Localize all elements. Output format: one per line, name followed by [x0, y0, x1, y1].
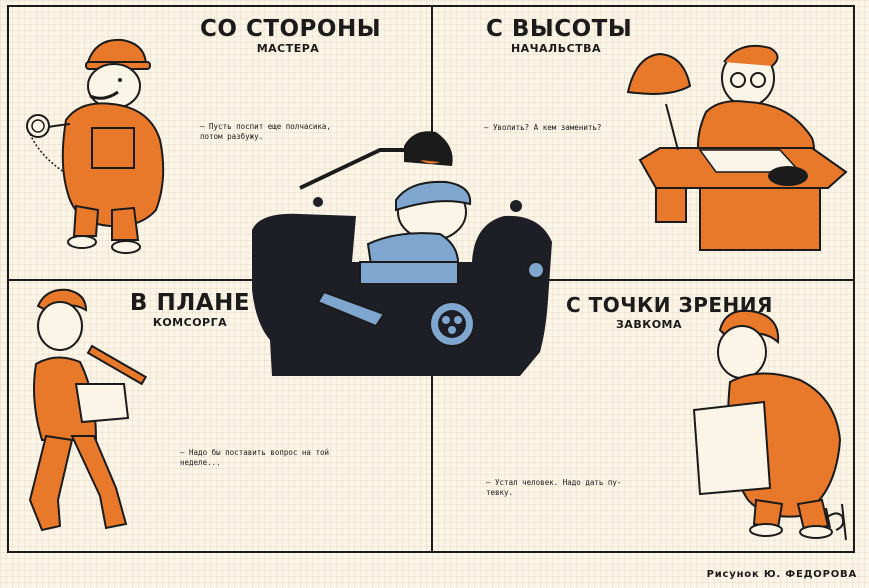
panel-title-boss: С ВЫСОТЫ НАЧАЛЬСТВА: [486, 16, 633, 55]
title-line: С ВЫСОТЫ: [486, 16, 633, 42]
title-line: СО СТОРОНЫ: [200, 16, 382, 42]
vertical-divider-bottom: [431, 360, 433, 553]
vertical-divider-top: [431, 5, 433, 135]
panel-title-zavkom: С ТОЧКИ ЗРЕНИЯ ЗАВКОМА: [566, 292, 773, 331]
komsorg-figure: [28, 288, 148, 532]
caption-zavkom: — Устал человек. Надо дать пу- тевку.: [486, 478, 622, 497]
caption-boss: — Уволить? А кем заменить?: [484, 123, 602, 132]
artist-credit: Рисунок Ю. ФЕДОРОВА: [706, 569, 857, 580]
caption-komsorg: — Надо бы поставить вопрос на той неделе…: [180, 448, 330, 467]
master-figure: [26, 38, 165, 254]
zavkom-figure: [692, 309, 842, 539]
panel-title-master: СО СТОРОНЫ МАСТЕРА: [200, 16, 382, 55]
subtitle-line: КОМСОРГА: [152, 316, 228, 329]
caption-master: — Пусть поспит еще полчасика, потом разб…: [200, 122, 331, 141]
boss-figure: [626, 44, 848, 251]
panel-title-komsorg: В ПЛАНЕ КОМСОРГА: [128, 290, 252, 329]
subtitle-line: НАЧАЛЬСТВА: [510, 42, 602, 55]
artist-signature: [825, 503, 847, 541]
subtitle-line: МАСТЕРА: [256, 42, 320, 55]
subtitle-line: ЗАВКОМА: [615, 318, 682, 331]
title-line: С ТОЧКИ ЗРЕНИЯ: [566, 293, 773, 317]
title-line: В ПЛАНЕ: [129, 290, 251, 316]
machine-with-sleeping-worker: [252, 131, 552, 376]
